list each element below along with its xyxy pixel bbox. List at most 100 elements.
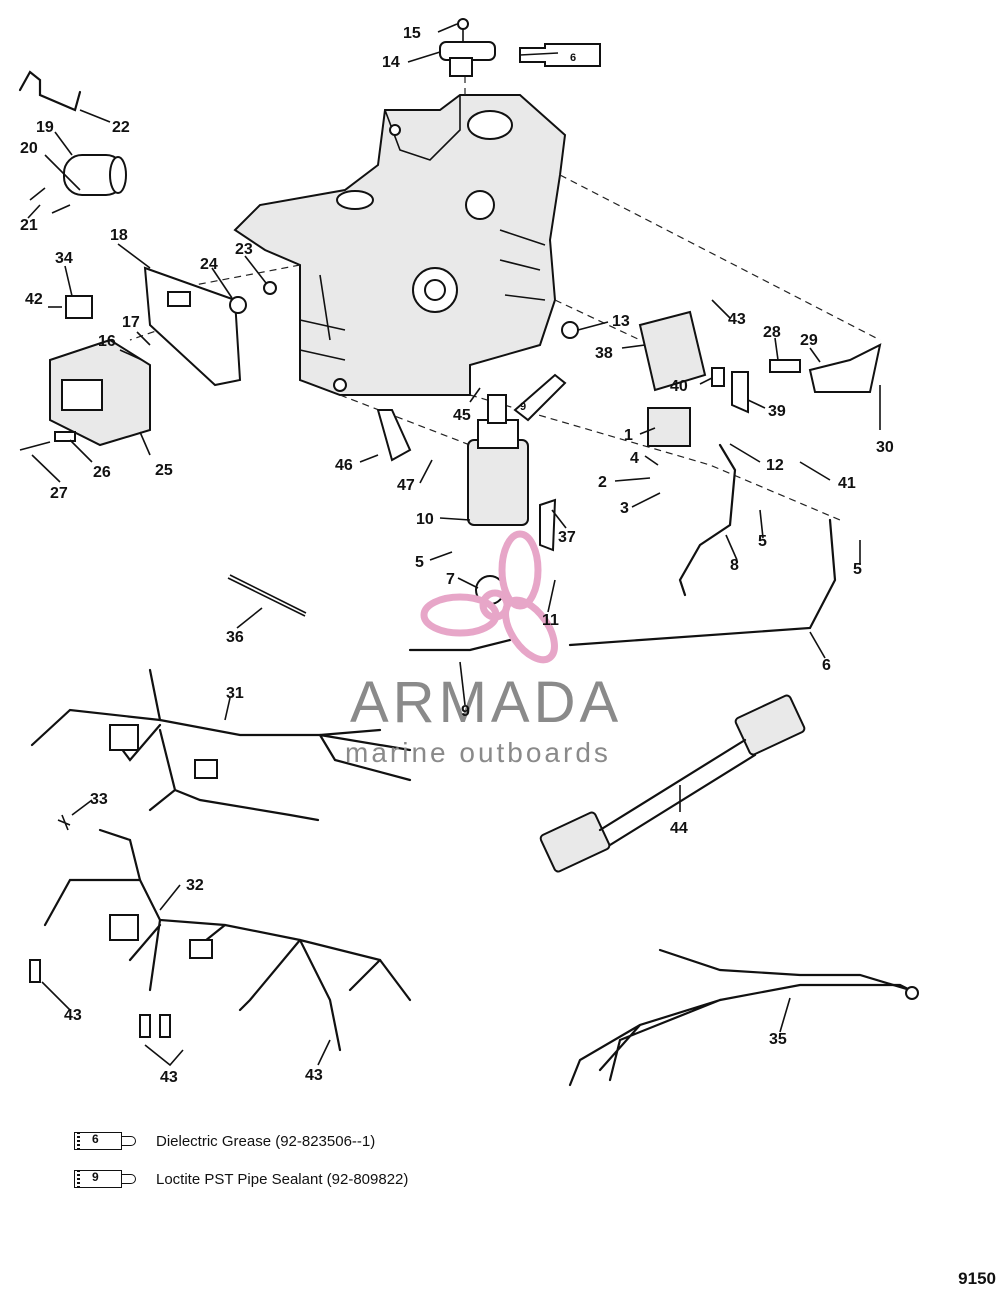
callout-41: 41 (838, 475, 856, 492)
part-21-screws (29, 187, 71, 214)
callout-37: 37 (558, 529, 576, 546)
part-25-control-module (49, 338, 151, 447)
callout-30: 30 (876, 439, 894, 456)
callout-25: 25 (155, 462, 173, 479)
part-44-adapter-harness (539, 694, 806, 873)
part-14-fitting (439, 41, 496, 77)
callout-4: 4 (630, 450, 639, 467)
part-1-solenoid (647, 407, 691, 447)
callout-28: 28 (763, 324, 781, 341)
part-35-harness (568, 948, 919, 1087)
callout-6-hose: 6 (822, 657, 831, 674)
callout-39: 39 (768, 403, 786, 420)
part-26-27-bolt-spacer (19, 431, 76, 451)
callout-31: 31 (226, 685, 244, 702)
part-37-bracket (539, 498, 557, 552)
callout-38: 38 (595, 345, 613, 362)
part-40-39-clip (711, 367, 749, 414)
engine-block (233, 94, 567, 396)
figure-number: 9150 (958, 1269, 996, 1288)
part-34-relay (65, 295, 93, 319)
callout-26: 26 (93, 464, 111, 481)
legend-row-sealant: 9 Loctite PST Pipe Sealant (92-809822) (74, 1167, 408, 1191)
callout-43-left: 43 (64, 1007, 82, 1024)
callout-16: 16 (98, 333, 116, 350)
callout-5-mid: 5 (758, 533, 767, 550)
part-29-plug-boot (808, 343, 882, 393)
callout-7: 7 (446, 571, 455, 588)
tube-6-grease: 6 (519, 43, 601, 67)
callout-32: 32 (186, 877, 204, 894)
legend-text: Loctite PST Pipe Sealant (92-809822) (156, 1170, 409, 1188)
legend-text: Dielectric Grease (92-823506--1) (156, 1132, 376, 1150)
callout-33: 33 (90, 791, 108, 808)
part-38-rectifier (638, 310, 707, 392)
callout-29: 29 (800, 332, 818, 349)
part-33-terminal (57, 814, 71, 831)
part-9-hose (408, 638, 512, 652)
callout-20: 20 (20, 140, 38, 157)
callout-numbers: 15 14 6 22 19 20 21 18 34 42 24 23 17 16… (20, 25, 894, 1086)
part-28-spark-plug (769, 359, 801, 373)
propeller-logo (420, 530, 558, 664)
callout-47: 47 (397, 477, 415, 494)
callout-14: 14 (382, 54, 400, 71)
callout-45: 45 (453, 407, 471, 424)
leader-lines (27, 23, 881, 1067)
part-43-terminals (29, 959, 171, 1038)
callout-12: 12 (766, 457, 784, 474)
part-19-capacitor (63, 154, 127, 196)
part-22-wire-clip (18, 70, 82, 112)
callout-10: 10 (416, 511, 434, 528)
part-46-clamp (376, 409, 412, 462)
watermark-brand: ARMADA (350, 670, 622, 735)
part-31-harness (30, 668, 412, 822)
legend-row-grease: 6 Dielectric Grease (92-823506--1) (74, 1129, 375, 1153)
callout-44: 44 (670, 820, 688, 837)
callout-40: 40 (670, 378, 688, 395)
tube-icon: 6 (74, 1130, 144, 1152)
callout-18: 18 (110, 227, 128, 244)
part-23-nut (263, 281, 277, 295)
callout-34: 34 (55, 250, 73, 267)
callout-43-top: 43 (728, 311, 746, 328)
part-8-battery-cable (678, 443, 737, 597)
tube-9-sealant: 9 (513, 373, 567, 422)
callout-5-left: 5 (415, 554, 424, 571)
callout-43-center: 43 (160, 1069, 178, 1086)
callout-36: 36 (226, 629, 244, 646)
callout-27: 27 (50, 485, 68, 502)
callout-17: 17 (122, 314, 140, 331)
armada-watermark: ARMADA marine outboards (345, 530, 622, 768)
callout-9-hose: 9 (461, 703, 470, 720)
callout-42: 42 (25, 291, 43, 308)
callout-19: 19 (36, 119, 54, 136)
callout-23: 23 (235, 241, 253, 258)
callout-1: 1 (624, 427, 633, 444)
callout-5-right: 5 (853, 561, 862, 578)
callout-46: 46 (335, 457, 353, 474)
watermark-tagline: marine outboards (345, 737, 611, 768)
callout-13: 13 (612, 313, 630, 330)
callout-21: 21 (20, 217, 38, 234)
part-24-grommet (229, 296, 247, 314)
callout-8: 8 (730, 557, 739, 574)
part-10-starter-motor (467, 394, 529, 526)
callout-24: 24 (200, 256, 218, 273)
svg-text:9: 9 (520, 401, 526, 413)
part-15-screw (457, 18, 469, 42)
part-36-cable-tie (227, 574, 307, 617)
callout-43-right: 43 (305, 1067, 323, 1084)
callout-11: 11 (542, 612, 559, 629)
part-6-hose (568, 518, 837, 647)
callout-35: 35 (769, 1031, 787, 1048)
callout-2: 2 (598, 474, 607, 491)
tube-icon: 9 (74, 1168, 144, 1190)
callout-15: 15 (403, 25, 421, 42)
part-18-bracket-plate (143, 266, 242, 387)
callout-22: 22 (112, 119, 130, 136)
svg-text:6: 6 (570, 52, 576, 64)
part-32-harness (43, 828, 412, 1052)
callout-3: 3 (620, 500, 629, 517)
